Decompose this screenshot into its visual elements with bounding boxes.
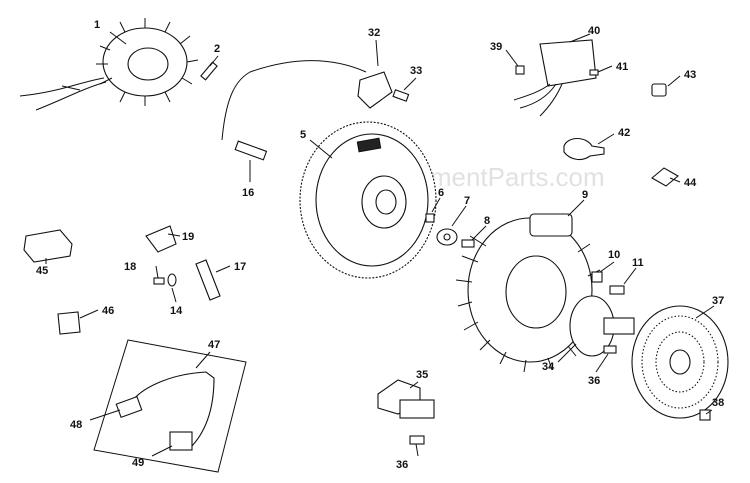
part-label-41: 41: [616, 61, 628, 73]
nut-part: [425, 213, 435, 223]
screw-part: [603, 345, 617, 354]
screw-part: [609, 285, 625, 295]
part-label-34: 34: [542, 361, 555, 373]
part-label-2: 2: [214, 43, 220, 55]
screw-part: [409, 435, 425, 445]
spring-clip-part: [145, 225, 177, 253]
part-label-43: 43: [684, 69, 696, 81]
bolt-part: [200, 61, 218, 81]
part-label-46: 46: [102, 305, 114, 317]
nut-part: [699, 409, 711, 421]
part-label-1: 1: [94, 19, 100, 31]
part-label-6: 6: [438, 187, 444, 199]
screen-part: [631, 305, 729, 419]
part-label-10: 10: [608, 249, 620, 261]
part-label-7: 7: [464, 195, 470, 207]
wiring-harness-part: [93, 339, 247, 473]
part-label-32: 32: [368, 27, 380, 39]
part-label-44: 44: [684, 177, 697, 189]
part-label-8: 8: [484, 215, 490, 227]
screw-part: [392, 89, 410, 102]
part-label-49: 49: [132, 457, 144, 469]
part-label-45: 45: [36, 265, 48, 277]
part-label-40: 40: [588, 25, 600, 37]
connector-part: [651, 83, 667, 97]
part-label-33: 33: [410, 65, 422, 77]
part-label-39: 39: [490, 41, 502, 53]
screw-part: [153, 277, 165, 285]
part-label-17: 17: [234, 261, 246, 273]
part-label-36-bottom: 36: [396, 459, 408, 471]
part-label-38: 38: [712, 397, 724, 409]
fan-part: [455, 213, 605, 373]
plate-part: [195, 259, 221, 301]
ignition-module-part: [221, 60, 393, 161]
part-label-37: 37: [712, 295, 724, 307]
rectifier-part: [513, 39, 599, 117]
part-label-14: 14: [170, 305, 183, 317]
part-label-16: 16: [242, 187, 254, 199]
part-label-48: 48: [70, 419, 82, 431]
stator-part: [19, 18, 199, 111]
spacer-part: [167, 273, 177, 287]
terminal-part: [57, 311, 81, 335]
part-label-47: 47: [208, 339, 220, 351]
screw-part: [461, 239, 475, 248]
bracket-part: [651, 167, 679, 187]
cover-part: [23, 229, 73, 263]
part-label-9: 9: [582, 189, 588, 201]
washer-part: [436, 228, 458, 246]
part-label-35: 35: [416, 369, 428, 381]
part-label-11: 11: [632, 257, 644, 269]
clip-part: [563, 137, 605, 161]
part-label-42: 42: [618, 127, 630, 139]
flywheel-part: [299, 121, 437, 279]
part-label-18: 18: [124, 261, 136, 273]
starter-cup-part: [377, 379, 435, 419]
nut-part: [591, 271, 603, 283]
part-label-36-right: 36: [588, 375, 600, 387]
part-label-19: 19: [182, 231, 194, 243]
part-label-5: 5: [300, 129, 306, 141]
hub-part: [569, 295, 635, 357]
